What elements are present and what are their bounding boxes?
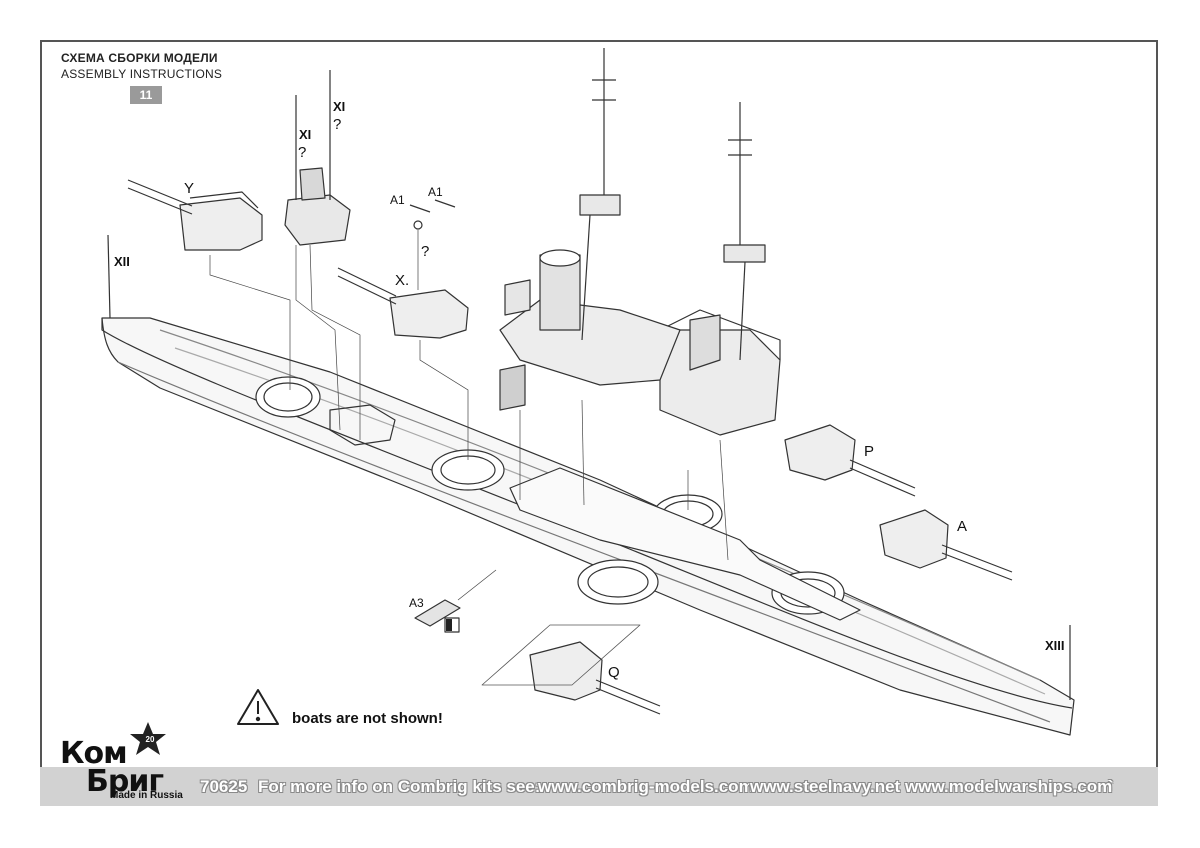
label-xi-2: XI bbox=[333, 99, 346, 114]
warning-triangle-icon bbox=[237, 689, 279, 725]
warning-text: boats are not shown! bbox=[292, 710, 443, 727]
label-y: Y bbox=[184, 180, 195, 197]
footer-tail-mark: ` bbox=[1108, 777, 1114, 796]
logo-tagline: Made in Russia bbox=[110, 790, 183, 801]
fighting-top-xi bbox=[284, 70, 351, 246]
logo-line-1: Ком bbox=[60, 736, 128, 771]
header-title-en: ASSEMBLY INSTRUCTIONS bbox=[61, 67, 223, 81]
label-a3: A3 bbox=[409, 596, 424, 610]
footer-bar bbox=[40, 767, 1158, 806]
label-question-1: ? bbox=[298, 144, 307, 161]
turret-x bbox=[337, 267, 469, 339]
label-question-2: ? bbox=[333, 116, 342, 133]
turret-y bbox=[127, 179, 263, 251]
label-xii: XII bbox=[114, 254, 130, 269]
step-number-badge: 11 bbox=[130, 86, 162, 104]
label-a: A bbox=[957, 518, 968, 535]
logo-line-2: Бриг bbox=[86, 764, 164, 799]
footer-code: 70625 bbox=[200, 777, 248, 796]
label-x: X. bbox=[395, 272, 410, 289]
turret-a bbox=[879, 509, 1013, 581]
footer-link-steelnavy[interactable]: www.steelnavy.net bbox=[750, 777, 901, 796]
footer-info-text: For more info on Combrig kits see: bbox=[258, 777, 541, 796]
aft-superstructure bbox=[499, 299, 681, 386]
footer-link-combrig[interactable]: www.combrig-models.com bbox=[538, 777, 754, 796]
label-xiii: XIII bbox=[1045, 638, 1065, 653]
label-question-3: ? bbox=[421, 243, 430, 260]
logo-badge: 20 bbox=[146, 735, 155, 744]
label-xi-1: XI bbox=[299, 127, 312, 142]
header-title-ru: СХЕМА СБОРКИ МОДЕЛИ bbox=[61, 51, 218, 65]
label-p: P bbox=[864, 443, 875, 460]
label-a1-left: A1 bbox=[390, 193, 405, 207]
label-a1-right: A1 bbox=[428, 185, 443, 199]
label-q: Q bbox=[608, 664, 620, 681]
footer-link-modelwarships[interactable]: www.modelwarships.com bbox=[905, 777, 1113, 796]
logo-badge-number: 20 bbox=[146, 735, 155, 744]
turret-p bbox=[784, 424, 916, 497]
turret-q bbox=[481, 624, 661, 715]
logo-star-icon bbox=[130, 722, 166, 755]
